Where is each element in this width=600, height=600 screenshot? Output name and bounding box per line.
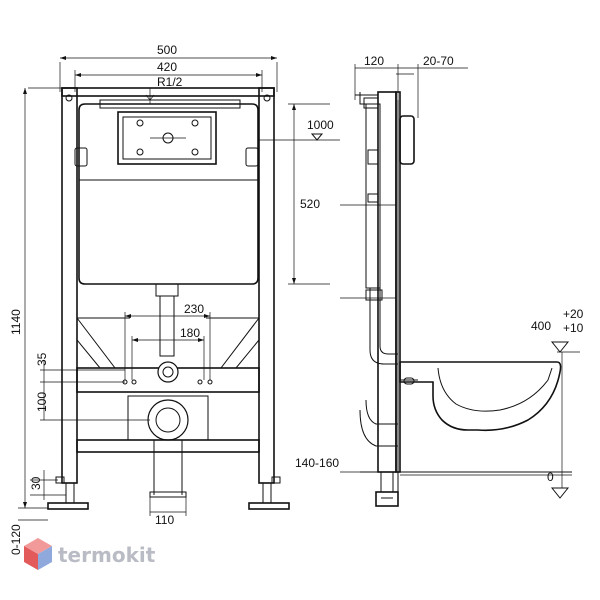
dim-110: 110 bbox=[155, 513, 174, 527]
dim-180: 180 bbox=[180, 326, 200, 340]
dim-520-line bbox=[288, 103, 330, 285]
dim-520: 520 bbox=[300, 197, 320, 211]
dim-20-70: 20-70 bbox=[423, 54, 454, 68]
dim-35: 35 bbox=[35, 352, 49, 366]
dim-r12: R1/2 bbox=[157, 75, 183, 89]
brand-name: termokit bbox=[58, 543, 156, 567]
dim-1140: 1140 bbox=[9, 309, 23, 335]
dim-420: 420 bbox=[157, 60, 177, 74]
side-view bbox=[340, 64, 468, 507]
logo-cube-icon bbox=[24, 538, 52, 570]
front-view bbox=[18, 56, 340, 521]
dim-30: 30 bbox=[29, 476, 43, 490]
dim-0: 0 bbox=[547, 470, 554, 484]
dim-100: 100 bbox=[35, 392, 49, 412]
dim-plus-20: +20 bbox=[563, 307, 584, 321]
dim-1000: 1000 bbox=[307, 118, 334, 132]
toilet-bowl bbox=[360, 341, 580, 499]
dim-230: 230 bbox=[184, 302, 204, 316]
dim-120: 120 bbox=[364, 54, 384, 68]
dim-400: 400 bbox=[531, 319, 551, 333]
dim-500: 500 bbox=[157, 43, 177, 57]
dim-0-120: 0-120 bbox=[9, 524, 23, 555]
dim-plus-10: +10 bbox=[563, 321, 584, 335]
brand-logo: termokit bbox=[24, 538, 156, 570]
dim-140-160: 140-160 bbox=[295, 456, 339, 470]
